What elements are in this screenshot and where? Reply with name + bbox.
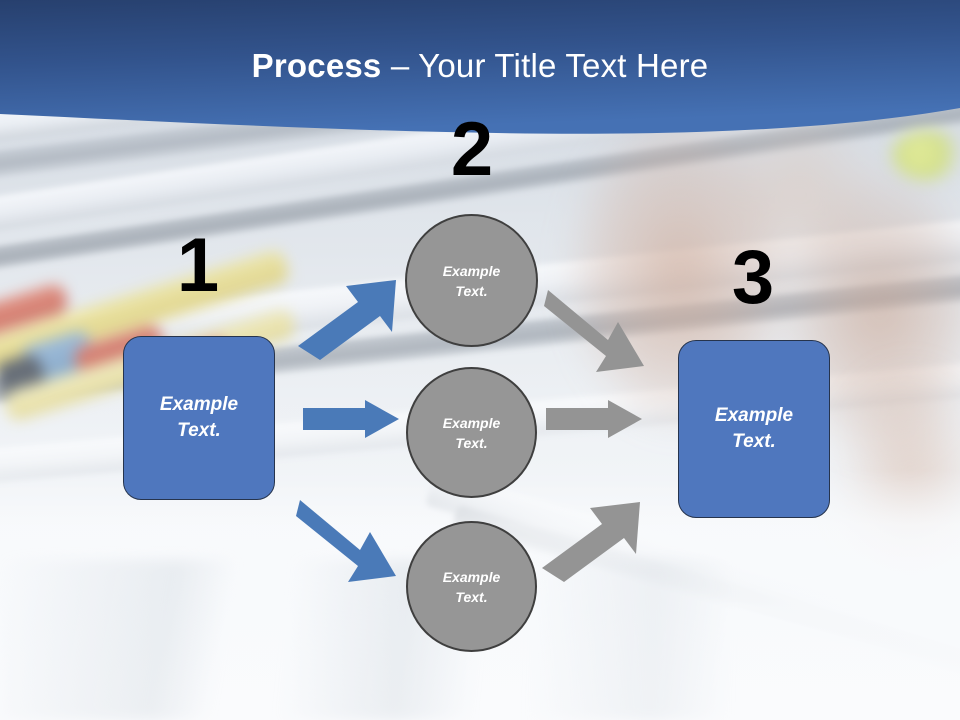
process-node-circle-middle-line2: Text.	[455, 434, 488, 451]
process-node-circle-top-line1: Example	[442, 262, 501, 279]
process-node-circle-top[interactable]: Example Text.	[405, 214, 538, 347]
step-number-3: 3	[731, 235, 775, 320]
process-node-circle-top-line2: Text.	[455, 282, 488, 299]
process-node-circle-middle-label: Example Text.	[443, 413, 501, 453]
header-wave-shape	[0, 0, 960, 134]
process-node-end-line2: Text.	[732, 431, 776, 452]
page-title-emphasis: Process	[251, 47, 382, 84]
process-node-start-label: Example Text.	[160, 392, 238, 444]
process-node-start-line1: Example	[159, 394, 239, 415]
process-node-circle-bottom-line1: Example	[442, 568, 501, 585]
process-node-end-label: Example Text.	[715, 403, 793, 455]
step-number-1: 1	[176, 223, 220, 308]
page-title-rest: – Your Title Text Here	[381, 47, 709, 84]
process-node-end[interactable]: Example Text.	[678, 340, 830, 518]
process-node-circle-bottom-label: Example Text.	[443, 567, 501, 607]
process-node-circle-top-label: Example Text.	[443, 261, 501, 301]
process-node-circle-bottom[interactable]: Example Text.	[406, 521, 537, 652]
process-node-start[interactable]: Example Text.	[123, 336, 275, 500]
header-band: Process – Your Title Text Here	[0, 0, 960, 150]
process-node-circle-bottom-line2: Text.	[455, 588, 488, 605]
process-node-circle-middle-line1: Example	[442, 414, 501, 431]
background-oar-blade	[892, 130, 960, 180]
step-number-2: 2	[450, 107, 494, 192]
page-title: Process – Your Title Text Here	[0, 46, 960, 86]
process-node-end-line1: Example	[714, 405, 794, 426]
process-node-start-line2: Text.	[177, 420, 221, 441]
process-node-circle-middle[interactable]: Example Text.	[406, 367, 537, 498]
